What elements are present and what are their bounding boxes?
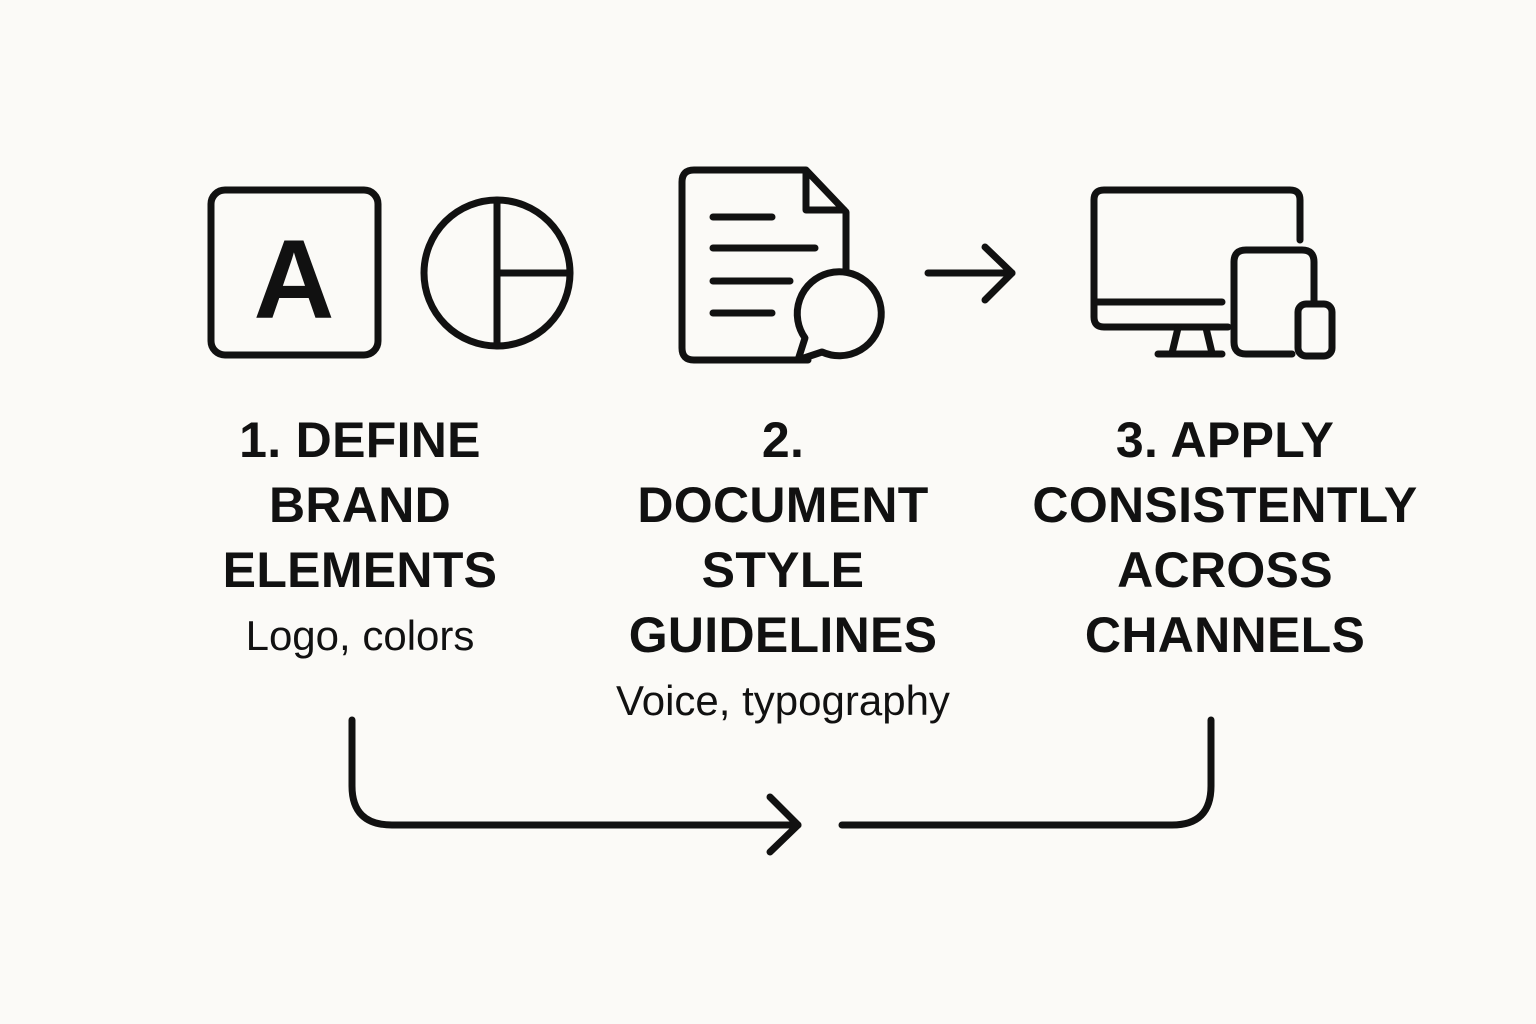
step-1: 1. DEFINE BRAND ELEMENTS Logo, colors bbox=[190, 408, 530, 668]
letter-a-icon: A bbox=[207, 186, 382, 359]
tablet-icon bbox=[1230, 246, 1318, 358]
step-2: 2. DOCUMENT STYLE GUIDELINES Voice, typo… bbox=[583, 408, 983, 733]
step-3-title-line-4: CHANNELS bbox=[1084, 607, 1366, 663]
document-icon bbox=[678, 166, 850, 364]
step-1-title-line-2: BRAND bbox=[268, 477, 452, 533]
step-2-subtitle: Voice, typography bbox=[616, 677, 950, 724]
step-2-title-line-2: DOCUMENT bbox=[637, 477, 929, 533]
flow-loop-arrow bbox=[348, 716, 1215, 856]
step-2-title-line-3: STYLE bbox=[701, 542, 865, 598]
step-1-title-line-1: 1. DEFINE bbox=[239, 412, 481, 468]
monitor-icon bbox=[1090, 186, 1304, 358]
step-3-title-line-2: CONSISTENTLY bbox=[1032, 477, 1418, 533]
step-3: 3. APPLY CONSISTENTLY ACROSS CHANNELS bbox=[1005, 408, 1445, 668]
speech-bubble-icon bbox=[793, 268, 885, 364]
step-1-title-line-3: ELEMENTS bbox=[222, 542, 498, 598]
step-3-title-line-1: 3. APPLY bbox=[1115, 412, 1335, 468]
step-3-title-line-3: ACROSS bbox=[1117, 542, 1333, 598]
letter-a-glyph: A bbox=[254, 217, 335, 342]
step-2-title-line-4: GUIDELINES bbox=[628, 607, 938, 663]
arrow-right-icon bbox=[924, 243, 1016, 304]
phone-icon bbox=[1294, 300, 1336, 360]
pie-chart-icon bbox=[420, 196, 574, 350]
step-2-title-line-1: 2. bbox=[761, 412, 805, 468]
step-1-subtitle: Logo, colors bbox=[245, 612, 475, 659]
